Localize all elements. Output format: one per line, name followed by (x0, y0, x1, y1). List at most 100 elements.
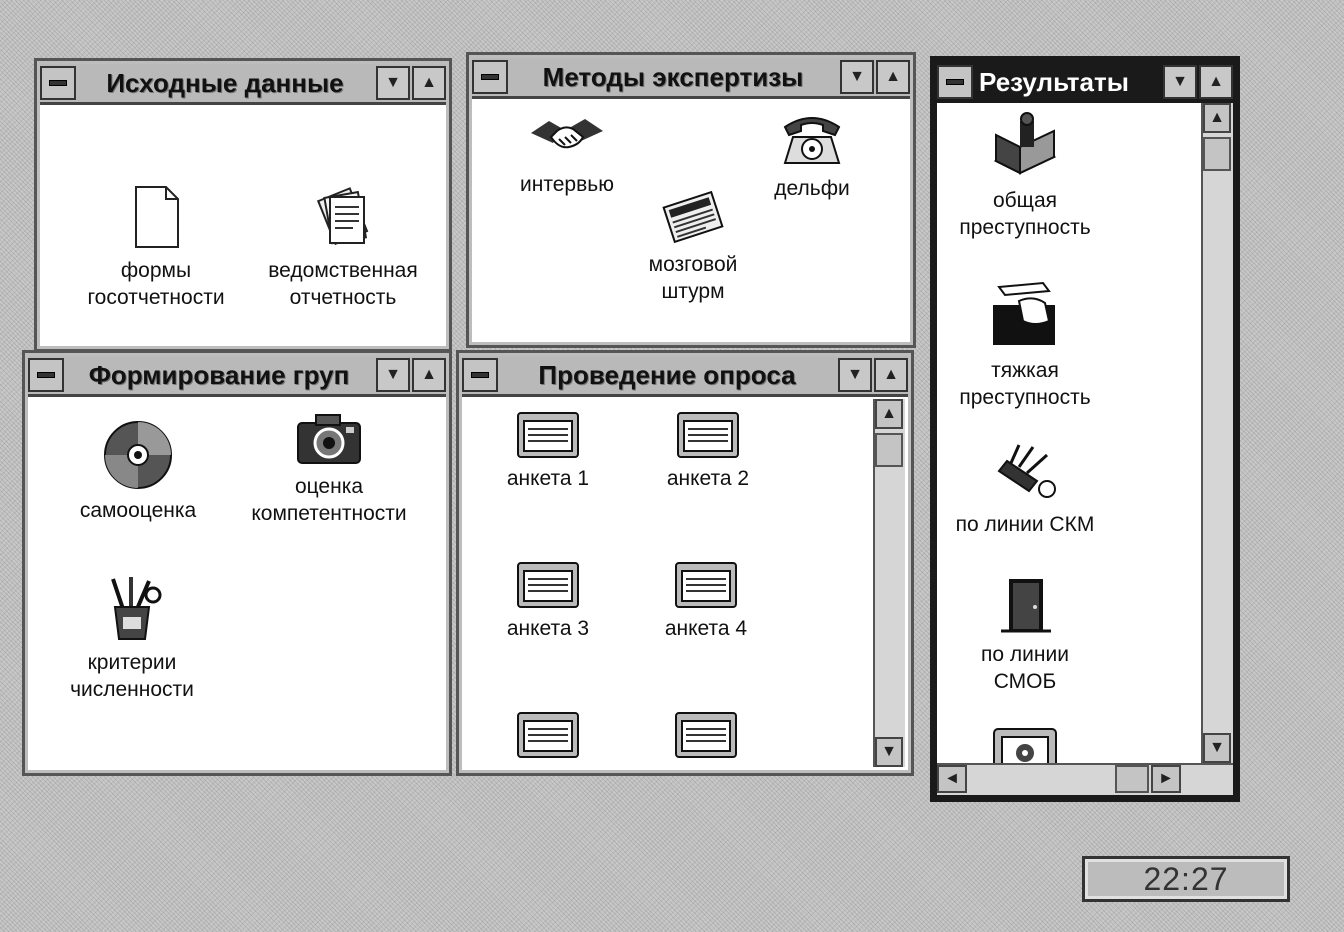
window-expert-methods[interactable]: Методы экспертизы ▼ ▲ интервью дельфи (466, 52, 916, 348)
item-label: самооценка (79, 499, 197, 522)
desk-lamp-icon (993, 112, 1057, 175)
form-window-icon (517, 712, 579, 758)
window-survey-body: анкета 1 анкета 2 анкета 3 (465, 399, 905, 767)
item-label: преступность (959, 216, 1091, 239)
window-group-formation-body: самооценка оценка компетентности кр (31, 399, 443, 767)
program-item-departmental[interactable]: ведомственная отчетность (253, 183, 433, 311)
program-item-competence[interactable]: оценка компетентности (231, 409, 427, 527)
scroll-up-icon[interactable]: ▲ (875, 399, 903, 429)
program-item-questionnaire-1[interactable]: анкета 1 (483, 411, 613, 492)
window-source-data[interactable]: Исходные данные ▼ ▲ формы госотчетности (34, 58, 452, 352)
program-item-questionnaire-2[interactable]: анкета 2 (643, 411, 773, 492)
system-menu-icon[interactable] (40, 66, 76, 100)
program-item-skm[interactable]: по линии СКМ (943, 441, 1107, 538)
scroll-down-icon[interactable]: ▼ (1203, 733, 1231, 763)
item-label: компетентности (251, 502, 407, 525)
program-item-general-crime[interactable]: общая преступность (943, 111, 1107, 241)
form-window-icon (517, 562, 579, 608)
program-item-self-assessment[interactable]: самооценка (63, 419, 213, 524)
telephone-icon (783, 117, 841, 164)
minimize-icon[interactable]: ▼ (376, 358, 410, 392)
window-expert-methods-titlebar[interactable]: Методы экспертизы ▼ ▲ (472, 58, 910, 99)
newspaper-icon (662, 190, 724, 244)
window-source-data-titlebar[interactable]: Исходные данные ▼ ▲ (40, 64, 446, 105)
program-item-interview[interactable]: интервью (497, 103, 637, 198)
scroll-left-icon[interactable]: ◄ (937, 765, 967, 793)
minimize-icon[interactable]: ▼ (838, 358, 872, 392)
scroll-up-icon[interactable]: ▲ (1203, 103, 1231, 133)
horizontal-scrollbar[interactable]: ◄ ► (937, 763, 1233, 795)
scroll-right-icon[interactable]: ► (1151, 765, 1181, 793)
form-window-icon (675, 562, 737, 608)
minimize-icon[interactable]: ▼ (1163, 65, 1197, 99)
document-stack-icon (316, 187, 369, 246)
scroll-thumb[interactable] (1203, 137, 1231, 171)
scroll-down-icon[interactable]: ▼ (875, 737, 903, 767)
program-item-questionnaire-3[interactable]: анкета 3 (483, 561, 613, 642)
window-title: Методы экспертизы (542, 61, 804, 92)
scroll-thumb[interactable] (875, 433, 903, 467)
window-group-formation[interactable]: Формирование груп ▼ ▲ самооценка оценка (22, 350, 452, 776)
camera-icon (297, 414, 361, 464)
clock: 22:27 (1082, 856, 1290, 902)
item-label: численности (70, 678, 194, 701)
maximize-icon[interactable]: ▲ (874, 358, 908, 392)
door-icon (1001, 579, 1051, 633)
item-label: по линии (981, 643, 1069, 666)
window-group-formation-titlebar[interactable]: Формирование груп ▼ ▲ (28, 356, 446, 397)
program-item-questionnaire-5[interactable] (483, 711, 613, 765)
system-menu-icon[interactable] (472, 60, 508, 94)
form-window-icon (677, 412, 739, 458)
item-label: анкета 3 (506, 617, 590, 640)
item-label: анкета 4 (664, 617, 748, 640)
item-label: штурм (661, 280, 725, 303)
system-menu-icon[interactable] (462, 358, 498, 392)
minimize-icon[interactable]: ▼ (376, 66, 410, 100)
maximize-icon[interactable]: ▲ (412, 358, 446, 392)
item-label: общая (992, 189, 1058, 212)
item-label: оценка (294, 475, 364, 498)
system-menu-icon[interactable] (28, 358, 64, 392)
item-label: критерии (87, 651, 177, 674)
form-window-icon (675, 712, 737, 758)
form-window-icon (517, 412, 579, 458)
maximize-icon[interactable]: ▲ (1199, 65, 1233, 99)
program-item-delphi[interactable]: дельфи (747, 107, 877, 202)
pencil-cup-icon (111, 577, 162, 640)
program-item-smob[interactable]: по линии СМОБ (943, 575, 1107, 695)
item-label: анкета 2 (666, 467, 750, 490)
maximize-icon[interactable]: ▲ (412, 66, 446, 100)
program-item-brainstorm[interactable]: мозговой штурм (623, 189, 763, 305)
vertical-scrollbar[interactable]: ▲ ▼ (1201, 103, 1233, 763)
maximize-icon[interactable]: ▲ (876, 60, 910, 94)
program-item-questionnaire-4[interactable]: анкета 4 (641, 561, 771, 642)
item-label: дельфи (774, 177, 850, 200)
tools-icon (997, 444, 1056, 498)
item-label: отчетность (289, 286, 397, 309)
scroll-thumb[interactable] (1115, 765, 1149, 793)
minimize-icon[interactable]: ▼ (840, 60, 874, 94)
window-survey[interactable]: Проведение опроса ▼ ▲ анкета 1 анкета 2 (456, 350, 914, 776)
item-label: ведомственная (268, 259, 418, 282)
window-results-titlebar[interactable]: Результаты ▼ ▲ (937, 63, 1233, 104)
window-survey-titlebar[interactable]: Проведение опроса ▼ ▲ (462, 356, 908, 397)
window-title: Результаты (979, 66, 1129, 97)
window-source-data-body: формы госотчетности ведомственная отчетн… (43, 107, 443, 343)
program-item-questionnaire-6[interactable] (641, 711, 771, 765)
item-label: формы (120, 259, 192, 282)
program-item-forms[interactable]: формы госотчетности (71, 183, 241, 311)
window-results[interactable]: Результаты ▼ ▲ общая преступность тяжкая… (930, 56, 1240, 802)
window-results-body: общая преступность тяжкая преступность п… (937, 103, 1233, 795)
hand-with-knife-icon (993, 281, 1055, 345)
item-label: по линии СКМ (955, 513, 1095, 536)
blank-document-icon (135, 186, 179, 248)
window-title: Формирование груп (88, 359, 350, 390)
window-title: Исходные данные (106, 67, 344, 98)
item-label: СМОБ (993, 670, 1057, 693)
program-item-size-criteria[interactable]: критерии численности (57, 573, 207, 703)
vertical-scrollbar[interactable]: ▲ ▼ (873, 399, 905, 767)
program-item-grave-crime[interactable]: тяжкая преступность (943, 281, 1107, 411)
window-title: Проведение опроса (538, 359, 796, 390)
handshake-icon (531, 119, 603, 149)
system-menu-icon[interactable] (937, 65, 973, 99)
